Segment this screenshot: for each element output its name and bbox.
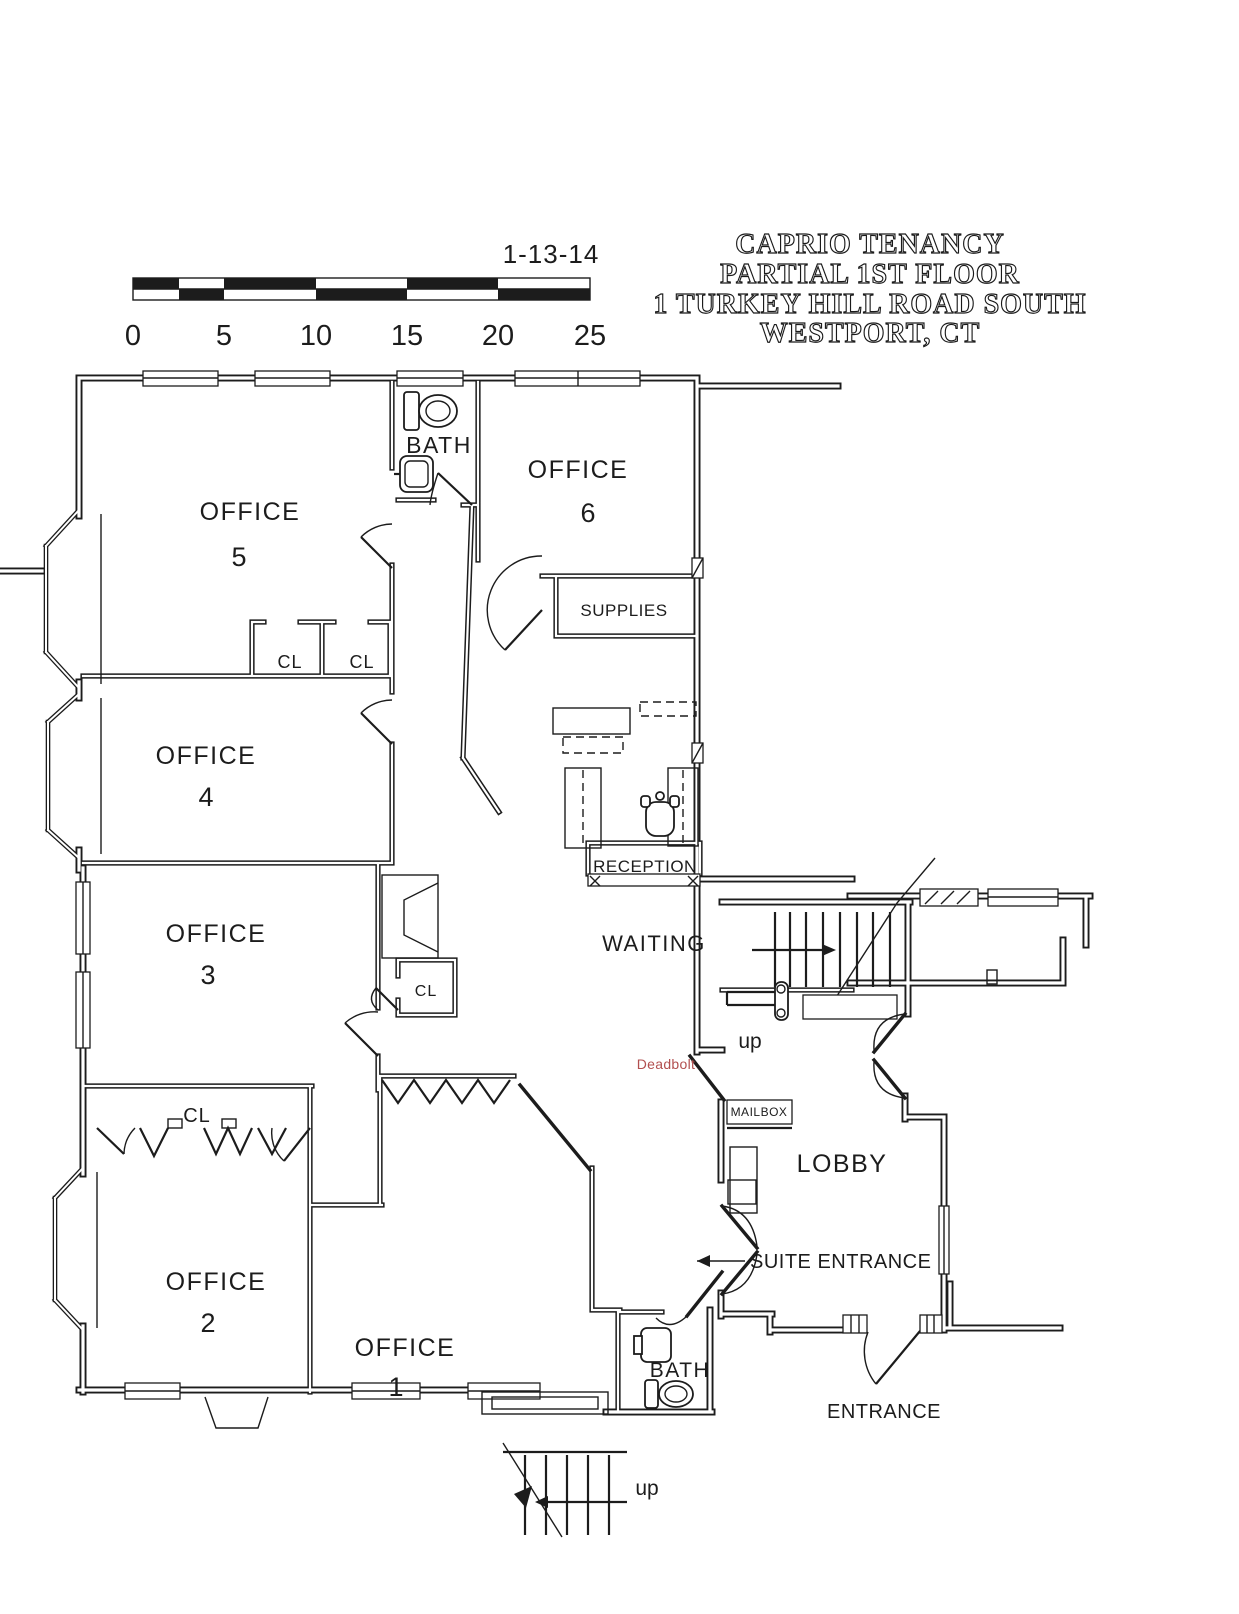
room-label-office6: OFFICE — [528, 456, 629, 484]
scale-tick-25: 25 — [574, 320, 606, 352]
up-label-exterior: up — [635, 1477, 658, 1500]
sink-tap-icon — [633, 1335, 643, 1355]
room-label-office3: OFFICE — [166, 920, 267, 948]
title-line-1: CAPRIO TENANCY — [735, 229, 1004, 260]
room-label-office4: OFFICE — [156, 742, 257, 770]
scale-tick-20: 20 — [482, 320, 514, 352]
suite-entrance-label: SUITE ENTRANCE — [750, 1251, 931, 1273]
room-label-waiting: WAITING — [602, 931, 706, 956]
mailbox-label: MAILBOX — [731, 1105, 788, 1119]
closet-label-a: CL — [277, 652, 302, 672]
title-line-2: PARTIAL 1ST FLOOR — [720, 259, 1020, 290]
toilet-tank-icon — [644, 1379, 659, 1409]
room-label-office2: OFFICE — [166, 1268, 267, 1296]
doors — [96, 472, 943, 1385]
office3-builtins — [381, 874, 439, 959]
room-label-reception: RECEPTION — [593, 857, 697, 876]
room-label-bath-upper: BATH — [406, 432, 472, 458]
sink-icon — [640, 1327, 672, 1363]
up-label-interior: up — [738, 1030, 761, 1053]
toilet-tank-icon — [403, 391, 420, 431]
bath-upper-fixtures — [394, 391, 458, 493]
closet-bifold-doors — [139, 1078, 511, 1159]
closet-label-b: CL — [349, 652, 374, 672]
scale-tick-15: 15 — [391, 320, 423, 352]
reception-furniture — [552, 701, 699, 849]
room-labels: OFFICE 5 OFFICE 6 OFFICE 4 OFFICE 3 OFFI… — [156, 432, 888, 1402]
title-line-3: 1 TURKEY HILL ROAD SOUTH — [653, 289, 1086, 320]
windows — [75, 370, 1059, 1400]
exterior-stairs — [502, 1442, 627, 1538]
room-number-office2: 2 — [200, 1308, 215, 1338]
annotation-labels: SUITE ENTRANCE ENTRANCE MAILBOX up up De… — [635, 1030, 941, 1500]
entrance-label: ENTRANCE — [827, 1401, 941, 1423]
closet-labels: CL CL CL CL — [183, 652, 437, 1127]
room-label-office5: OFFICE — [200, 498, 301, 526]
mailbox-box — [726, 1099, 793, 1125]
scale-tick-10: 10 — [300, 320, 332, 352]
bench — [727, 1179, 757, 1205]
scale-tick-0: 0 — [125, 320, 141, 352]
room-label-supplies: SUPPLIES — [580, 601, 667, 620]
office-chair-icon — [640, 791, 680, 837]
entry-step — [204, 1391, 609, 1429]
closet-label-waiting: CL — [415, 983, 437, 1000]
bath-lower-fixtures — [633, 1327, 694, 1409]
suite-entrance-leader — [697, 1255, 745, 1267]
scale-bar: 0 5 10 15 20 25 — [125, 277, 606, 352]
plan-date: 1-13-14 — [503, 239, 600, 269]
lobby-fixtures — [726, 1099, 793, 1214]
scale-tick-5: 5 — [216, 320, 232, 352]
bay-alcove-lines — [96, 514, 102, 1328]
room-number-office1: 1 — [388, 1372, 403, 1402]
interior-stairs — [725, 857, 998, 1021]
room-label-bath-lower: BATH — [650, 1359, 710, 1382]
deadbolt-label: Deadbolt — [637, 1056, 695, 1072]
toilet-bowl-icon — [418, 394, 458, 428]
room-label-lobby: LOBBY — [797, 1150, 888, 1178]
room-number-office3: 3 — [200, 960, 215, 990]
room-number-office5: 5 — [231, 542, 246, 572]
room-number-office6: 6 — [580, 498, 595, 528]
title-block: CAPRIO TENANCY PARTIAL 1ST FLOOR 1 TURKE… — [653, 228, 1086, 349]
closet-label-long: CL — [183, 1105, 211, 1127]
room-label-office1: OFFICE — [355, 1334, 456, 1362]
title-line-4: WESTPORT, CT — [760, 318, 981, 349]
room-number-office4: 4 — [198, 782, 213, 812]
toilet-bowl-icon — [658, 1380, 694, 1408]
